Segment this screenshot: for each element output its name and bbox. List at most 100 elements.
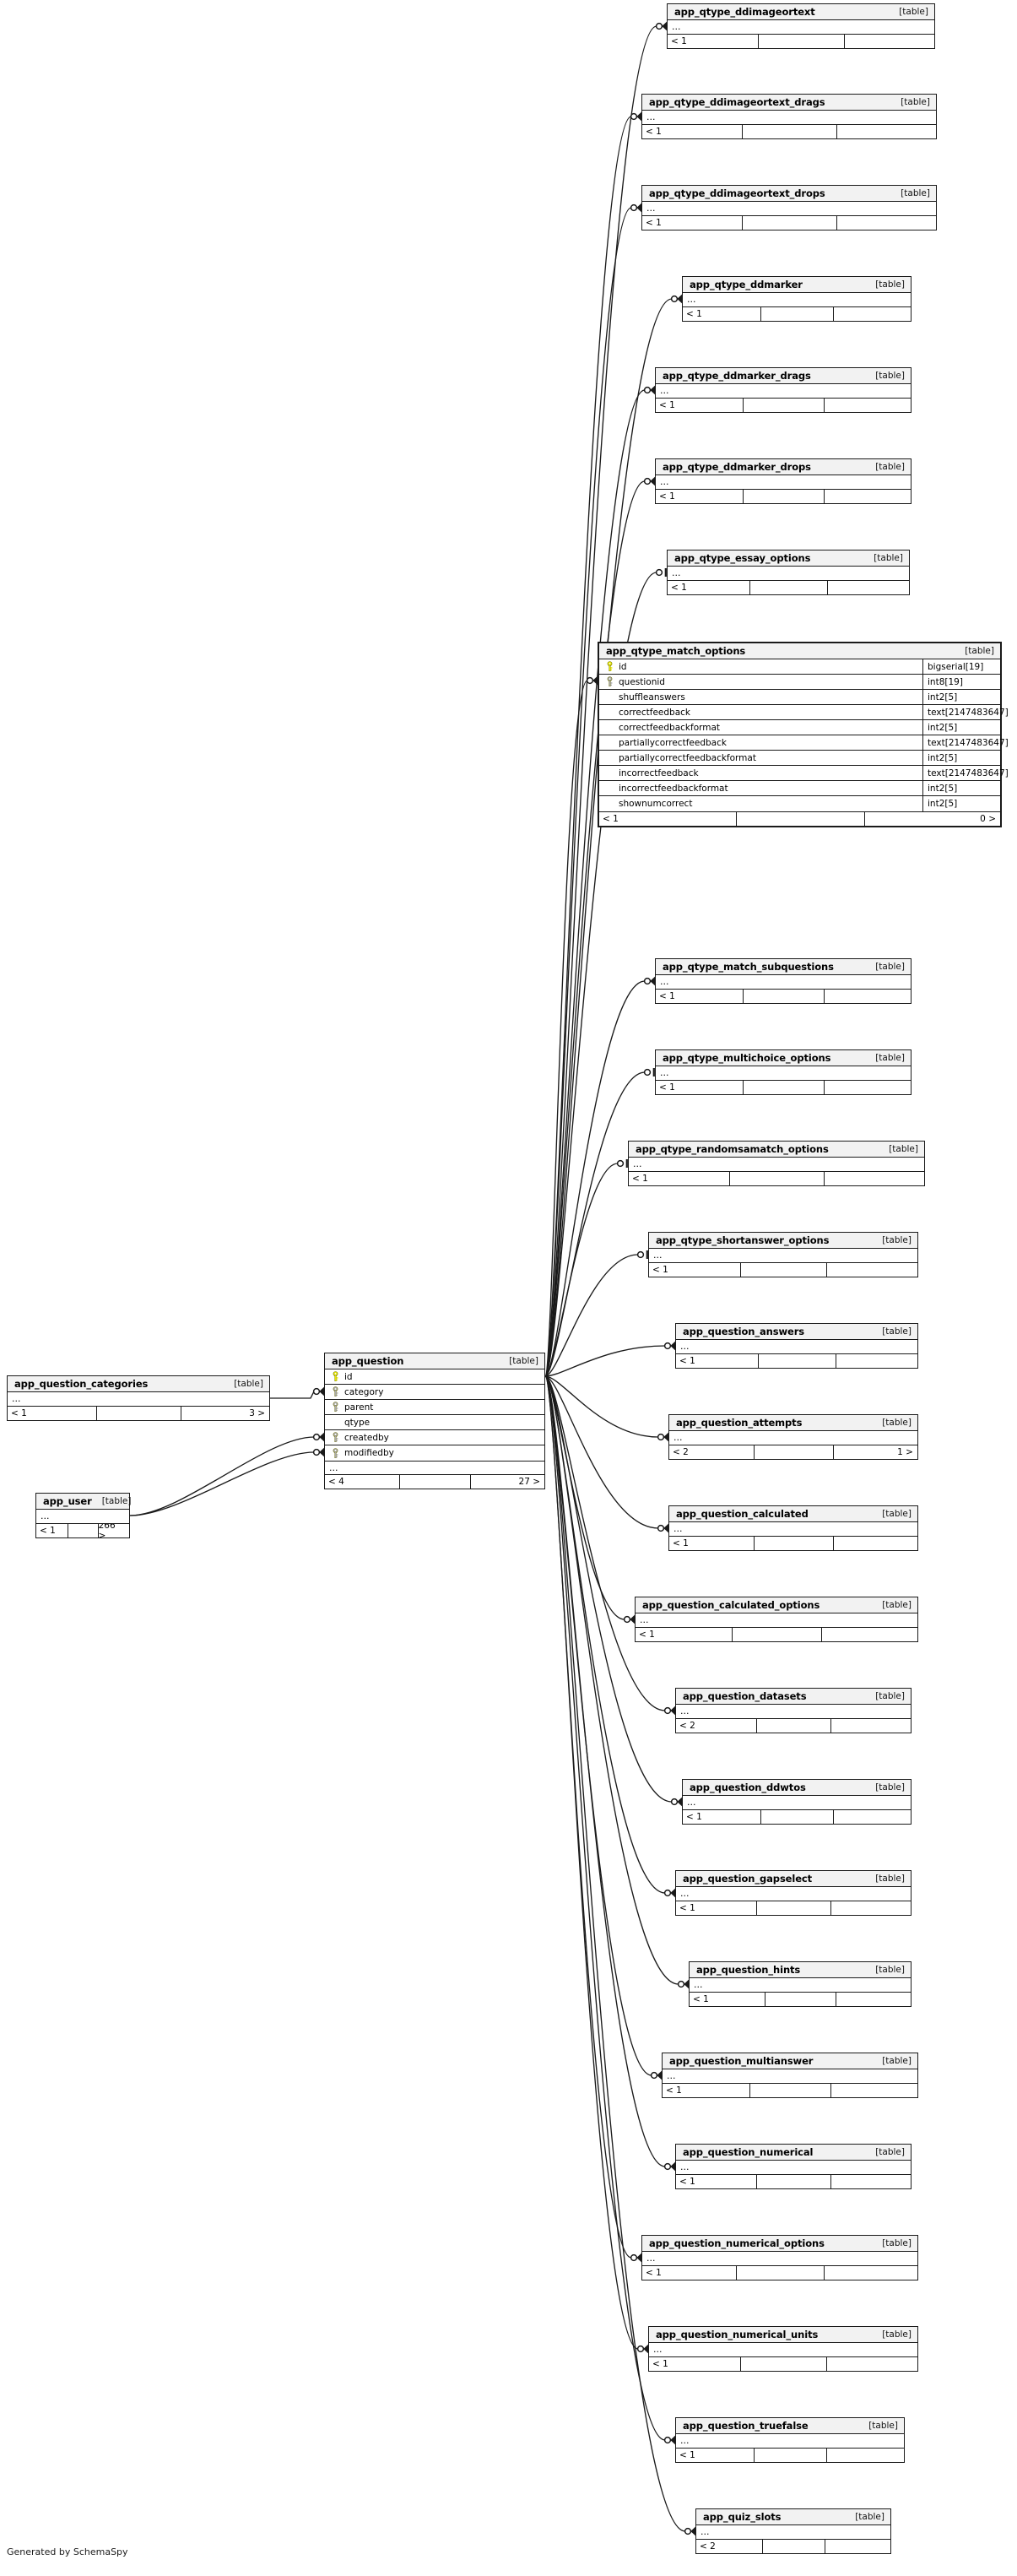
footer-spacer bbox=[68, 1524, 97, 1537]
column-type: int2[5] bbox=[922, 690, 1000, 704]
table-name: app_qtype_multichoice_options bbox=[663, 1051, 831, 1064]
table-row[interactable]: qtype bbox=[325, 1415, 544, 1430]
table-footer: < 1 bbox=[642, 125, 936, 138]
footer-child-count: 3 > bbox=[180, 1407, 269, 1420]
footer-child-count bbox=[826, 581, 909, 594]
table-name: app_question_answers bbox=[683, 1325, 805, 1337]
table-node-app_question_truefalse[interactable]: app_question_truefalse[table]...< 1 bbox=[675, 2417, 905, 2463]
table-footer: < 2 bbox=[676, 1719, 911, 1733]
collapsed-columns-ellipsis: ... bbox=[683, 293, 911, 307]
table-node-app_qtype_multichoice_options[interactable]: app_qtype_multichoice_options[table]...<… bbox=[655, 1049, 912, 1095]
collapsed-columns-ellipsis: ... bbox=[642, 202, 936, 216]
table-node-app_question_hints[interactable]: app_question_hints[table]...< 1 bbox=[689, 1961, 912, 2007]
table-header: app_question_datasets[table] bbox=[676, 1689, 911, 1705]
table-name: app_question_numerical_units bbox=[656, 2328, 819, 2340]
table-node-app_qtype_match_subquestions[interactable]: app_qtype_match_subquestions[table]...< … bbox=[655, 958, 912, 1004]
footer-parent-count: < 1 bbox=[646, 127, 662, 137]
footer-child-count bbox=[830, 1719, 911, 1733]
table-node-app_qtype_ddimageortext[interactable]: app_qtype_ddimageortext[table]...< 1 bbox=[667, 3, 935, 49]
footer-parent-count: < 2 bbox=[679, 1721, 695, 1731]
table-header: app_question_numerical_options[table] bbox=[642, 2236, 917, 2252]
column-name-cell: correctfeedback bbox=[599, 708, 922, 718]
footer-parent-count: < 1 bbox=[666, 2085, 682, 2096]
footer-child-count bbox=[835, 1993, 911, 2006]
table-node-app_question_multianswer[interactable]: app_question_multianswer[table]...< 1 bbox=[662, 2053, 918, 2098]
table-node-app_qtype_ddimageortext_drops[interactable]: app_qtype_ddimageortext_drops[table]...<… bbox=[641, 185, 937, 230]
table-header: app_quiz_slots[table] bbox=[696, 2509, 890, 2525]
footer-spacer bbox=[765, 1993, 836, 2006]
footer-child-count bbox=[830, 2175, 911, 2188]
table-node-app_question_numerical_options[interactable]: app_question_numerical_options[table]...… bbox=[641, 2235, 918, 2280]
collapsed-columns-ellipsis: ... bbox=[8, 1392, 269, 1407]
footer-spacer bbox=[760, 1810, 833, 1824]
table-type-tag: [table] bbox=[868, 2420, 898, 2431]
column-name-cell: id bbox=[599, 661, 922, 672]
footer-parent-count: < 1 bbox=[603, 814, 619, 824]
footer-spacer bbox=[749, 581, 827, 594]
column-name-cell: partiallycorrectfeedback bbox=[599, 738, 922, 748]
table-type-tag: [table] bbox=[882, 1508, 912, 1519]
table-name: app_question_hints bbox=[696, 1963, 801, 1976]
collapsed-columns-ellipsis: ... bbox=[669, 1522, 917, 1537]
footer-child-count bbox=[824, 990, 911, 1003]
footer-parent-count: < 1 bbox=[652, 1265, 668, 1275]
table-node-app_qtype_ddmarker_drops[interactable]: app_qtype_ddmarker_drops[table]...< 1 bbox=[655, 458, 912, 504]
table-node-app_question_numerical_units[interactable]: app_question_numerical_units[table]...< … bbox=[648, 2326, 918, 2372]
table-node-app_question_answers[interactable]: app_question_answers[table]...< 1 bbox=[675, 1323, 918, 1369]
table-footer: < 2 bbox=[696, 2540, 890, 2553]
column-name: correctfeedbackformat bbox=[619, 722, 721, 733]
footer-child-count bbox=[821, 1628, 917, 1641]
table-node-app_qtype_randomsamatch_options[interactable]: app_qtype_randomsamatch_options[table]..… bbox=[628, 1141, 925, 1186]
footer-spacer bbox=[755, 2175, 831, 2188]
table-row[interactable]: modifiedby bbox=[325, 1445, 544, 1461]
table-name: app_question_gapselect bbox=[683, 1872, 813, 1885]
table-row[interactable]: parent bbox=[325, 1400, 544, 1415]
table-node-app_question_calculated_options[interactable]: app_question_calculated_options[table]..… bbox=[635, 1597, 918, 1642]
table-header: app_question_numerical_units[table] bbox=[649, 2327, 917, 2343]
table-type-tag: [table] bbox=[875, 1052, 905, 1063]
table-header: app_qtype_shortanswer_options[table] bbox=[649, 1233, 917, 1249]
column-name: correctfeedback bbox=[619, 707, 690, 718]
table-node-app_quiz_slots[interactable]: app_quiz_slots[table]...< 2 bbox=[695, 2508, 891, 2554]
table-node-app_qtype_ddimageortext_drags[interactable]: app_qtype_ddimageortext_drags[table]...<… bbox=[641, 94, 937, 139]
collapsed-columns-ellipsis: ... bbox=[669, 1431, 917, 1445]
footer-parent-count: < 1 bbox=[679, 2177, 695, 2187]
table-node-app_question_numerical[interactable]: app_question_numerical[table]...< 1 bbox=[675, 2144, 912, 2189]
column-type: int2[5] bbox=[922, 781, 1000, 795]
table-node-app_question_gapselect[interactable]: app_question_gapselect[table]...< 1 bbox=[675, 1870, 912, 1916]
footer-parent-count: < 4 bbox=[328, 1477, 344, 1487]
table-header: app_qtype_ddimageortext_drags[table] bbox=[642, 95, 936, 111]
table-node-app_qtype_ddmarker[interactable]: app_qtype_ddmarker[table]...< 1 bbox=[682, 276, 912, 322]
table-node-app_qtype_essay_options[interactable]: app_qtype_essay_options[table]...< 1 bbox=[667, 550, 910, 595]
collapsed-columns-ellipsis: ... bbox=[36, 1510, 129, 1524]
table-node-app_qtype_shortanswer_options[interactable]: app_qtype_shortanswer_options[table]...<… bbox=[648, 1232, 918, 1277]
table-row[interactable]: category bbox=[325, 1385, 544, 1400]
table-type-tag: [table] bbox=[855, 2511, 884, 2522]
table-node-app_qtype_ddmarker_drags[interactable]: app_qtype_ddmarker_drags[table]...< 1 bbox=[655, 367, 912, 413]
table-row[interactable]: id bbox=[325, 1369, 544, 1385]
table-name: app_question_numerical bbox=[683, 2145, 814, 2158]
table-node-app_question_datasets[interactable]: app_question_datasets[table]...< 2 bbox=[675, 1688, 912, 1733]
table-type-tag: [table] bbox=[875, 461, 905, 472]
table-node-app_question_calculated[interactable]: app_question_calculated[table]...< 1 bbox=[668, 1505, 918, 1551]
table-row[interactable]: createdby bbox=[325, 1430, 544, 1445]
column-name-cell: parent bbox=[325, 1402, 544, 1413]
footer-parent-count: < 1 bbox=[693, 1994, 709, 2004]
table-node-app_question_ddwtos[interactable]: app_question_ddwtos[table]...< 1 bbox=[682, 1779, 912, 1825]
column-name-cell: correctfeedbackformat bbox=[599, 723, 922, 733]
